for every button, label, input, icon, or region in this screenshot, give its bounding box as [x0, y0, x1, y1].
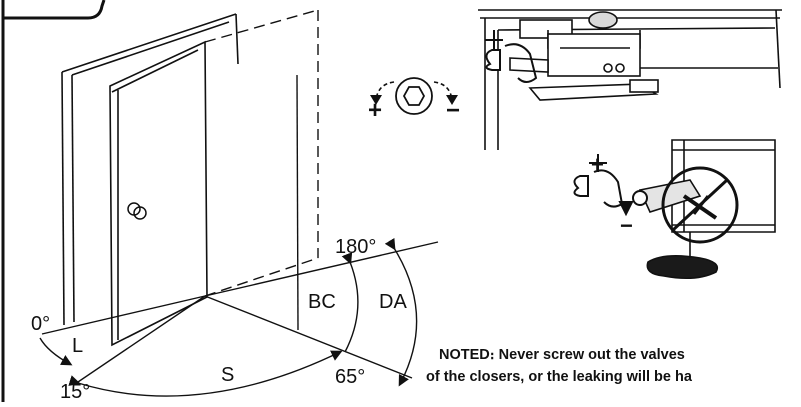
warning-note-line-1: NOTED։ Never screw out the valves: [439, 347, 685, 363]
door-open-edge: [296, 74, 299, 331]
swing-arcs: [39, 237, 418, 397]
door-knob: [127, 202, 147, 220]
door-open-outline: [204, 9, 319, 297]
detail-minus-label: −: [620, 213, 633, 238]
door-frame: [61, 13, 239, 326]
page-border: [1, 0, 106, 402]
closer-valve-wrench-icon: [485, 30, 538, 83]
adjust-minus-label: −: [446, 97, 460, 124]
angle-180-label: 180°: [335, 236, 376, 258]
angle-0-label: 0°: [31, 313, 50, 335]
angle-15-label: 15°: [60, 381, 90, 402]
zone-bc-label: BC: [308, 291, 336, 313]
zone-da-label: DA: [379, 291, 407, 313]
detail-valve-wrench-icon: [573, 154, 648, 217]
hex-key-icon: [370, 77, 458, 115]
leak-detail-illustration: [638, 139, 776, 280]
zone-s-label: S: [221, 364, 234, 386]
warning-note-line-2: of the closers, or the leaking will be h…: [426, 369, 693, 385]
angle-65-label: 65°: [335, 366, 365, 388]
zone-l-label: L: [72, 335, 83, 357]
detail-plus-label: +: [591, 152, 604, 177]
prohibited-icon: [661, 166, 739, 244]
door-closer-illustration: [478, 9, 782, 150]
adjust-plus-label: +: [368, 97, 382, 124]
